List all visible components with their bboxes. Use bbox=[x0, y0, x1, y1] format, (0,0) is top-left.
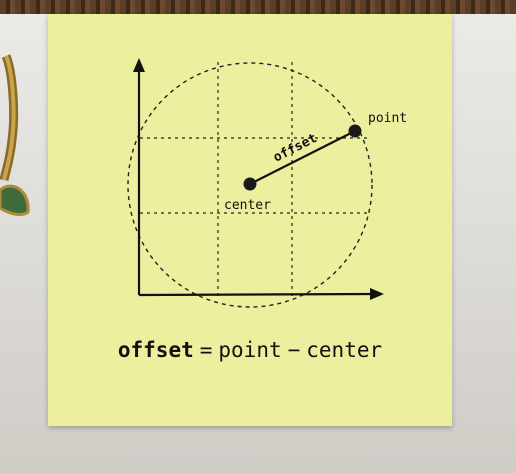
dashed-grid bbox=[140, 62, 368, 296]
y-axis-arrow-icon bbox=[133, 58, 145, 72]
offset-line bbox=[249, 130, 356, 185]
dashed-circle bbox=[127, 62, 373, 308]
point-label: point bbox=[368, 111, 407, 126]
sticky-note: point center offset offset=point−center bbox=[48, 14, 452, 426]
center-label: center bbox=[224, 198, 271, 213]
cork-board-strip bbox=[0, 0, 516, 14]
offset-diagram: point center offset bbox=[127, 58, 407, 308]
formula-minus: − bbox=[287, 338, 301, 362]
decorative-pin-icon bbox=[0, 54, 30, 216]
x-axis-arrow-icon bbox=[370, 288, 384, 300]
axes bbox=[137, 68, 375, 297]
point-dot bbox=[348, 124, 362, 138]
formula-lhs: offset bbox=[117, 338, 194, 362]
center-dot bbox=[243, 177, 257, 191]
formula: offset=point−center bbox=[48, 338, 452, 362]
formula-equals: = bbox=[199, 338, 213, 362]
formula-term-point: point bbox=[218, 338, 282, 362]
formula-term-center: center bbox=[306, 338, 383, 362]
